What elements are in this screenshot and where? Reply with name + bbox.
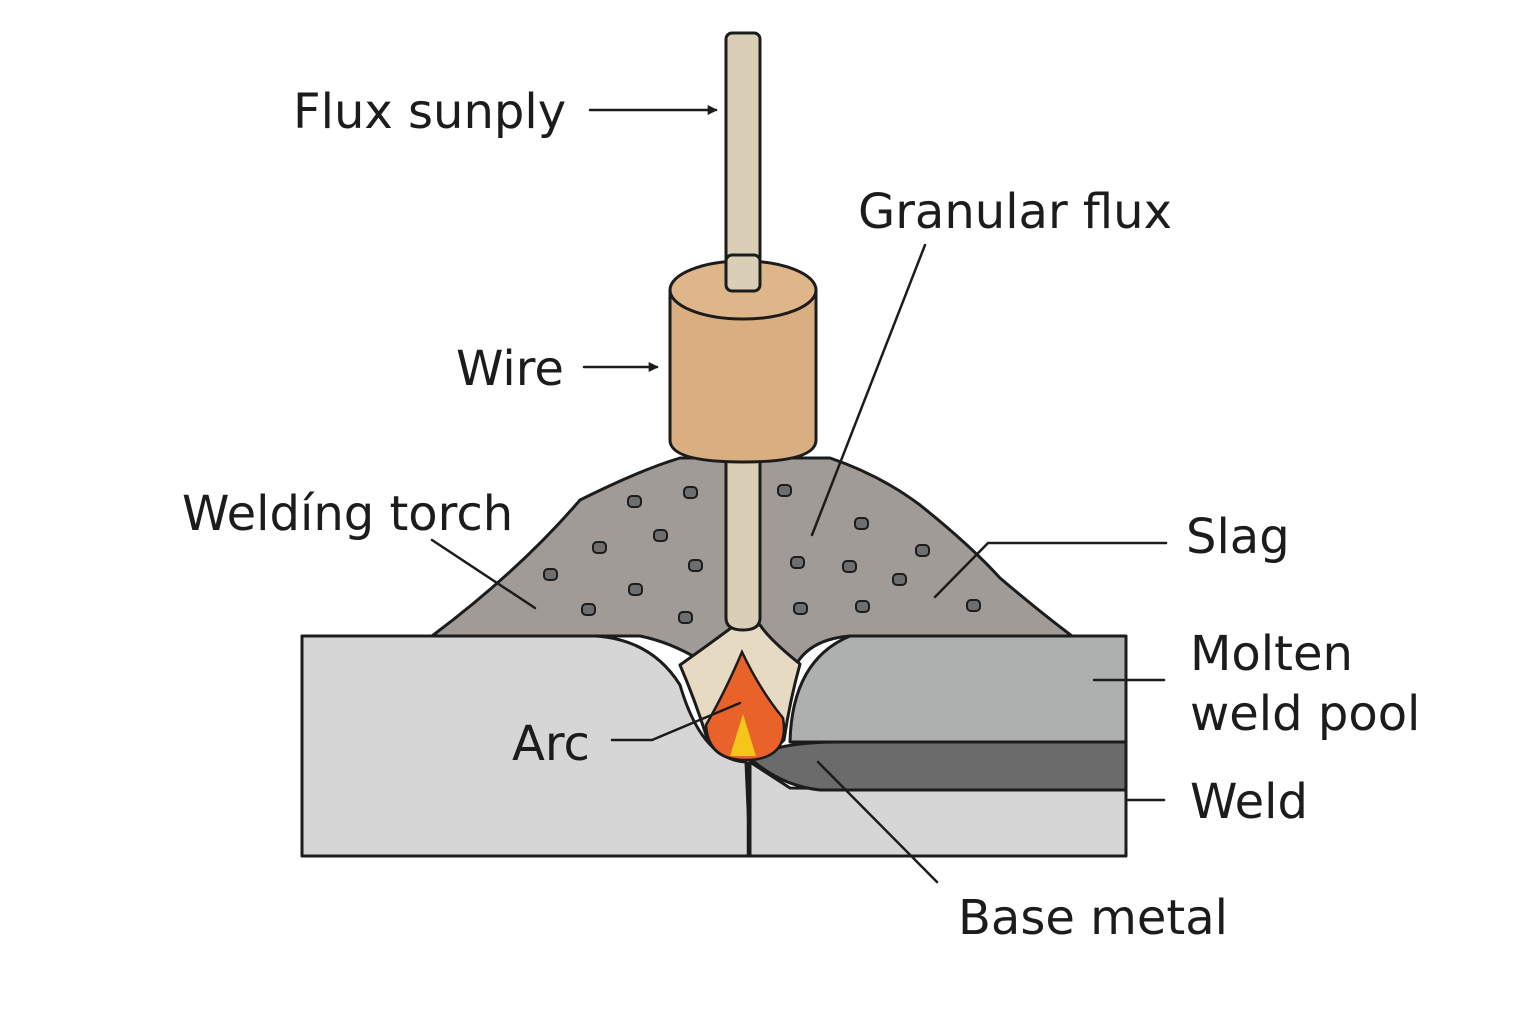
flux-grains (543, 484, 981, 624)
label-weld: Weld (1190, 774, 1308, 830)
arc-core (730, 714, 756, 756)
wire-electrode-top (724, 31, 762, 293)
label-slag: Slag (1186, 509, 1290, 565)
wire-through-torch (724, 253, 762, 293)
slag-layer (788, 634, 1128, 744)
wire-electrode-bottom (724, 456, 762, 632)
label-granular-flux: Granular flux (858, 184, 1172, 240)
arc-flame (704, 648, 786, 762)
label-flux-supply: Flux sunply (293, 84, 566, 140)
label-molten-weld-pool-line2: weld pool (1190, 686, 1420, 742)
welding-torch-leader (430, 538, 537, 610)
slag-leader (933, 541, 1168, 599)
label-arc: Arc (512, 716, 590, 772)
label-welding-torch: Weldíng torch (182, 486, 513, 542)
arc-leader (610, 701, 742, 742)
welding-torch-body (668, 288, 818, 464)
label-molten-weld-pool-line1: Molten (1190, 626, 1353, 682)
granular-flux-leader (810, 243, 927, 537)
base-metal-leader (816, 760, 939, 884)
label-wire: Wire (456, 341, 564, 397)
weld-bead (750, 740, 1128, 792)
base-metal-right-lower (748, 760, 1128, 858)
label-base-metal: Base metal (958, 890, 1228, 946)
